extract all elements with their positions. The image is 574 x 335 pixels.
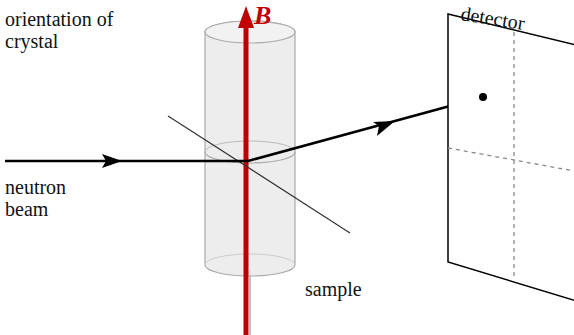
field-arrow [244,26,249,335]
scattered-arrowhead [373,121,395,136]
detector-axis [513,32,514,280]
part-label: sample [305,278,395,300]
detector-screen [448,14,574,302]
cylinder-middle-back [205,141,295,152]
beam-arrowhead [102,154,122,168]
crystal-orientation-line [168,116,350,233]
cylinder-bottom-back [205,254,295,265]
callout-label: orientation of crystal [5,8,115,52]
field-label: B [254,2,284,30]
hit-dot [479,93,487,101]
axis-line [249,270,251,335]
field-arrowhead [238,6,254,28]
incoming-beam [5,160,248,163]
callout-label: neutron beam [5,176,85,220]
detector-axis [448,148,574,172]
